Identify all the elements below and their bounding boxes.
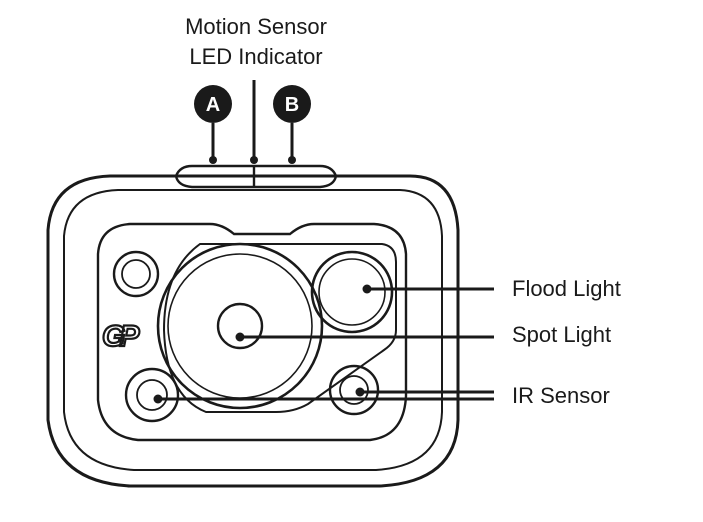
- ir-sensor-right: [328, 364, 380, 416]
- button-b-letter: B: [285, 94, 299, 116]
- button-b-dot: [288, 156, 296, 164]
- spot-light-dot: [235, 332, 245, 342]
- top-button-housing: [150, 164, 358, 189]
- flood-light-label: Flood Light: [512, 276, 621, 301]
- headlamp-inner-shell: [63, 189, 443, 471]
- small-round-button: [112, 250, 160, 298]
- spot-light-label: Spot Light: [512, 322, 611, 347]
- button-b-badge: B: [273, 85, 311, 123]
- led-indicator-dot: [250, 156, 258, 164]
- button-a-letter: A: [206, 94, 220, 116]
- flood-light-dot: [362, 284, 372, 294]
- button-a-dot: [209, 156, 217, 164]
- ir-sensor-left: [124, 367, 180, 423]
- motion-sensor-label-line2: LED Indicator: [189, 44, 322, 69]
- ir-sensor-right-dot: [355, 387, 365, 397]
- lens-surround: [162, 243, 397, 413]
- spot-light: [156, 242, 324, 410]
- front-face-panel: [96, 222, 408, 442]
- motion-sensor-label-line1: Motion Sensor: [185, 14, 327, 39]
- right-leader-lines: [158, 287, 494, 401]
- ir-sensor-label: IR Sensor: [512, 383, 610, 408]
- top-leader-lines: [211, 80, 294, 160]
- headlamp-outer-shell: [46, 174, 460, 488]
- ir-sensor-left-dot: [153, 394, 163, 404]
- flood-light: [310, 250, 394, 334]
- button-a-badge: A: [194, 85, 232, 123]
- gp-logo: GP: [102, 320, 140, 353]
